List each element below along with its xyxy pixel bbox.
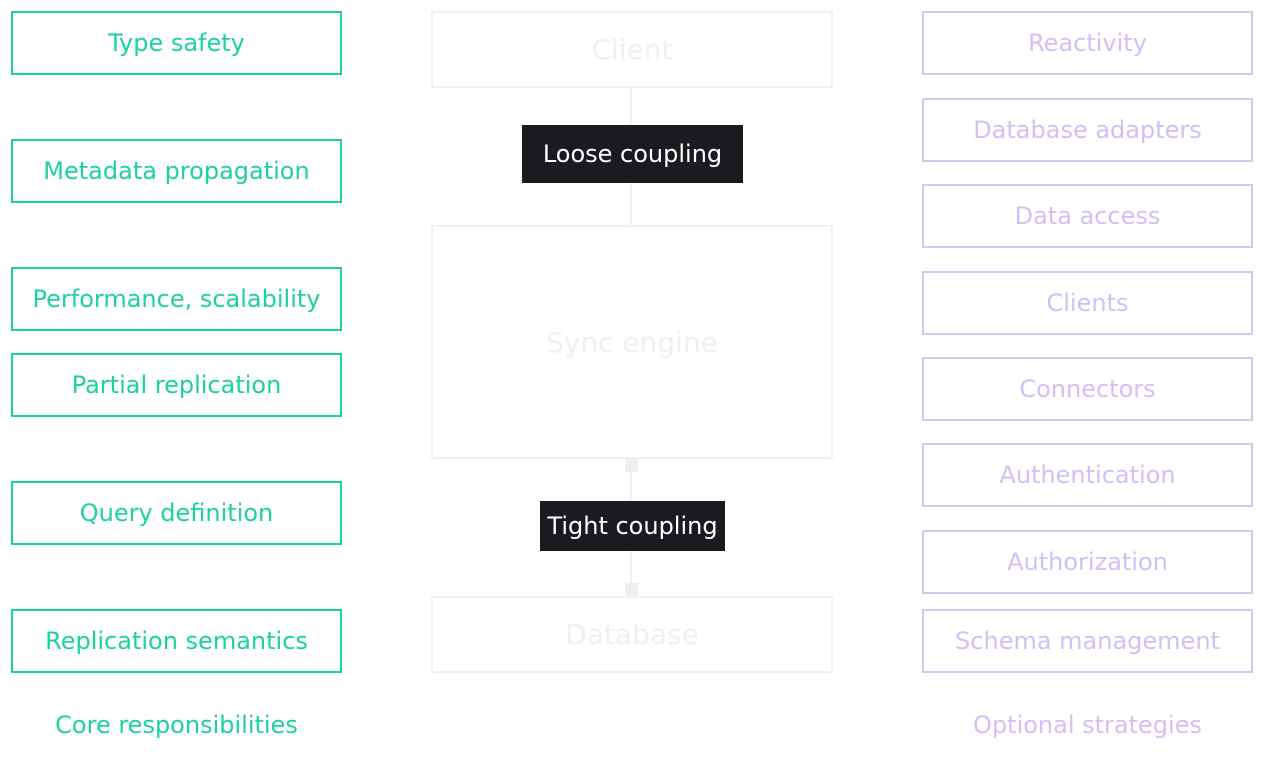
core-item-replication-semantics: Replication semantics xyxy=(11,609,342,673)
connector-endpoint-bottom xyxy=(625,583,638,596)
optional-item-schema-management: Schema management xyxy=(922,609,1253,673)
optional-item-reactivity: Reactivity xyxy=(922,11,1253,75)
core-item-partial-replication: Partial replication xyxy=(11,353,342,417)
optional-item-authorization: Authorization xyxy=(922,530,1253,594)
connector-endpoint-top xyxy=(625,459,638,472)
core-item-query-definition: Query definition xyxy=(11,481,342,545)
database-box: Database xyxy=(431,596,833,673)
client-box: Client xyxy=(431,11,833,88)
optional-item-authentication: Authentication xyxy=(922,443,1253,507)
core-caption: Core responsibilities xyxy=(55,711,298,739)
core-item-metadata-propagation: Metadata propagation xyxy=(11,139,342,203)
optional-caption: Optional strategies xyxy=(973,711,1202,739)
optional-item-clients: Clients xyxy=(922,271,1253,335)
core-item-type-safety: Type safety xyxy=(11,11,342,75)
optional-item-database-adapters: Database adapters xyxy=(922,98,1253,162)
core-item-performance-scalability: Performance, scalability xyxy=(11,267,342,331)
tight-coupling-label: Tight coupling xyxy=(540,501,725,551)
sync-engine-box: Sync engine xyxy=(431,225,833,459)
loose-coupling-label: Loose coupling xyxy=(522,125,743,183)
optional-item-data-access: Data access xyxy=(922,184,1253,248)
optional-item-connectors: Connectors xyxy=(922,357,1253,421)
